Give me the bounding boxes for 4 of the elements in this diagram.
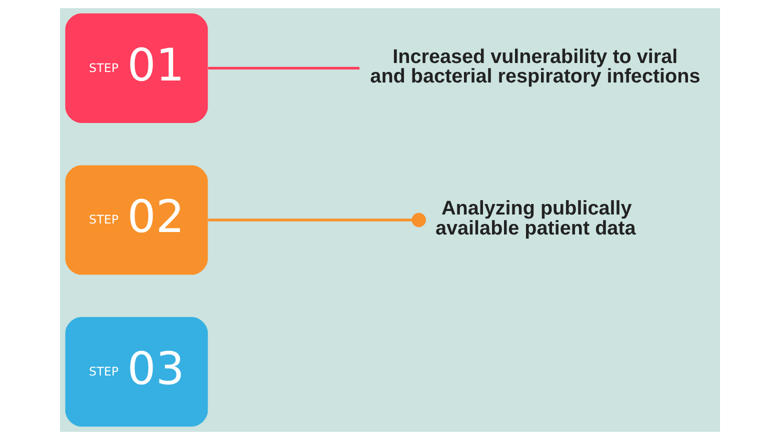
node-text: Analyzing publically available patient data	[436, 198, 636, 240]
connector	[208, 66, 360, 70]
node-text: Increased vulnerability to viral and bacterial respiratory infections	[370, 46, 700, 88]
connector	[208, 212, 426, 228]
